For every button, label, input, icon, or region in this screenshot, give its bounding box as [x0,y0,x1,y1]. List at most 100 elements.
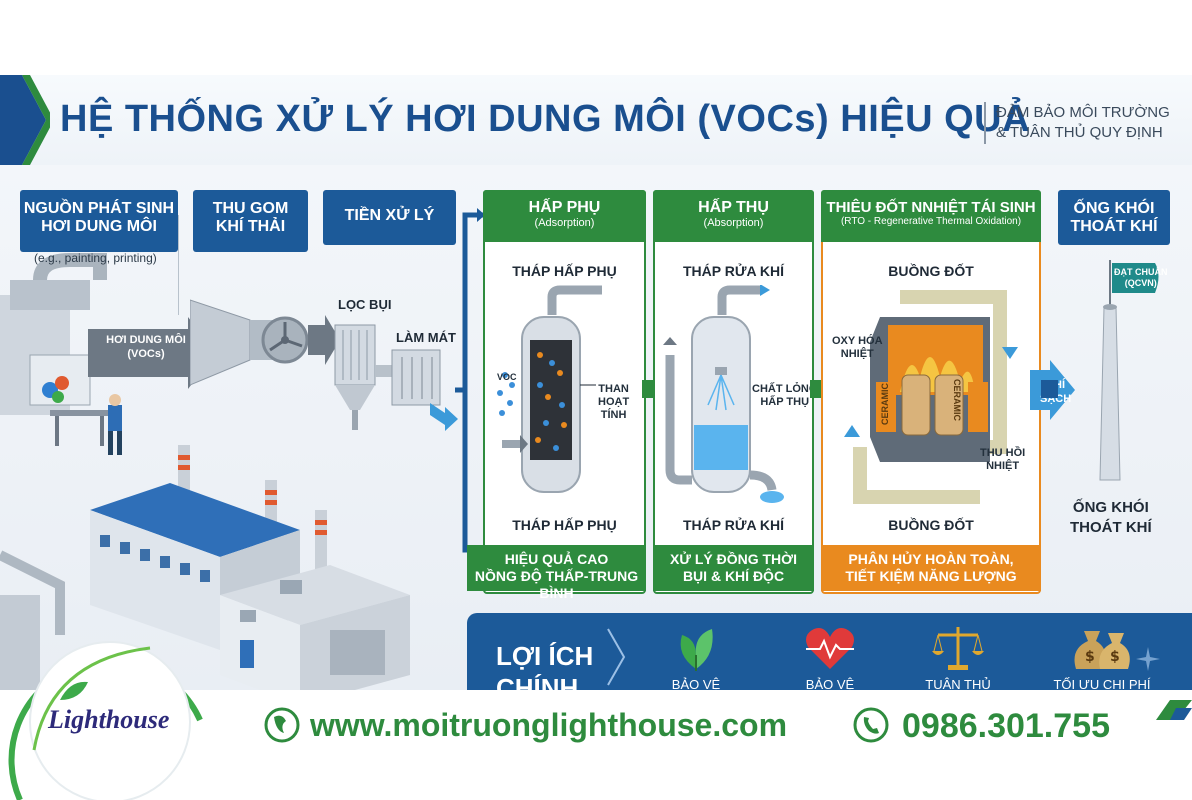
heat-recovery-label: THU HỒI NHIỆT [980,447,1025,473]
adsorption-top-label: THÁP HẤP PHỤ [512,263,617,279]
corner-accent-icon [1156,700,1192,720]
rto-top-label: BUỒNG ĐỐT [888,263,974,279]
adsorption-band-1: HIỆU QUẢ CAO [504,551,609,567]
phone-icon [853,707,889,743]
step-source-note: (e.g., painting, printing) [34,251,157,265]
step-collection-title-1: THU GOM [212,200,289,217]
pretreatment-equipment-icon [334,324,458,431]
sparkle-icon [1136,647,1160,671]
ceramic-label-right: CERAMIC [952,379,962,421]
connector-absorption-rto [810,380,821,398]
absorbent-liquid-label: CHẤT LỎNG HẤP THỤ [752,383,817,409]
benefit-label-4: TỐI ƯU CHI PHÍ [1053,677,1151,690]
rto-bottom-label: BUỒNG ĐỐT [888,517,974,533]
compliance-flag-label: ĐẠT CHUẨN (QCVN) [1114,267,1168,289]
benefits-title-1: LỢI ÍCH [496,641,594,671]
recover-label-2: NHIỆT [986,460,1020,472]
adsorption-subtitle: (Adsorption) [534,217,595,229]
rto-band-2: TIẾT KIỆM NĂNG LƯỢNG [845,568,1017,584]
activated-carbon-label: THAN HOẠT TÍNH [598,383,629,422]
voc-label: VOC [497,372,517,382]
stack-title-1: ỐNG KHÓI [1073,200,1155,217]
absorption-benefit-band: XỬ LÝ ĐỒNG THỜI BỤI & KHÍ ĐỘC [653,545,814,591]
svg-text:$: $ [1110,649,1120,665]
adsorption-bottom-label: THÁP HẤP PHỤ [512,517,617,533]
adsorption-header: HẤP PHỤ (Adsorption) [483,190,646,242]
step-source-title-2: HƠI DUNG MÔI [41,218,157,235]
vocs-arrow-icon [88,317,216,389]
scale-icon [932,627,984,670]
rto-title: THIÊU ĐỐT NNHIỆT TÁI SINH [826,199,1036,216]
phone-number[interactable]: 0986.301.755 [902,707,1110,745]
logo-badge [8,641,203,800]
vocs-arrow-label: HƠI DUNG MÔI (VOCs) [100,333,192,361]
stack-bottom-2: THOÁT KHÍ [1070,519,1152,536]
oxy-label-2: NHIỆT [840,348,874,360]
svg-text:$: $ [1085,649,1095,665]
carbon-label-2: HOẠT [598,396,630,408]
stack-bottom-label: ỐNG KHÓI THOÁT KHÍ [1070,498,1152,538]
heart-pulse-icon [806,628,854,669]
stack-bottom-1: ỐNG KHÓI [1072,499,1149,516]
absorption-top-label: THÁP RỬA KHÍ [682,263,785,279]
absorption-title: HẤP THỤ [698,199,769,216]
step-stack-header: ỐNG KHÓI THOÁT KHÍ [1058,190,1170,245]
ceramic-label-left: CERAMIC [880,383,890,425]
absorption-band-1: XỬ LÝ ĐỒNG THỜI [669,551,797,567]
connector-adsorption-absorption [642,380,653,398]
liquid-label-2: HẤP THỤ [760,396,810,408]
adsorption-title: HẤP PHỤ [528,199,601,216]
step-collection-header: THU GOM KHÍ THẢI [193,190,308,252]
website-link[interactable]: www.moitruonglighthouse.com [310,707,788,743]
rto-chamber-icon [844,290,1018,504]
rto-band-1: PHÂN HỦY HOÀN TOÀN, [848,551,1014,567]
footer [0,690,1192,800]
step-pretreatment-header: TIỀN XỬ LÝ [323,190,456,245]
flag-label-1: ĐẠT CHUẨN [1114,267,1168,277]
recover-label-1: THU HỒI [980,447,1026,459]
absorption-header: HẤP THỤ (Absorption) [653,190,814,242]
rto-benefit-band: PHÂN HỦY HOÀN TOÀN, TIẾT KIỆM NĂNG LƯỢNG [821,545,1041,591]
absorption-subtitle: (Absorption) [703,217,764,229]
rto-subtitle: (RTO - Regenerative Thermal Oxidation) [840,216,1022,227]
dust-filter-label: LỌC BỤI [338,297,392,312]
adsorption-band-2: NỒNG ĐỘ THẤP-TRUNG BÌNH [474,568,639,601]
vocs-arrow-label-2: (VOCs) [127,348,165,360]
benefits-chevron-icon [607,628,626,686]
oxy-label-1: OXY HÓA [832,335,883,347]
title-divider [984,102,986,144]
scrubber-tower-icon [663,285,784,503]
carbon-label-1: THAN [598,383,629,395]
step-collection-title-2: KHÍ THẢI [215,218,286,235]
benefits-title-2: CHÍNH [496,673,579,690]
step-source-title-1: NGUỒN PHÁT SINH [23,200,175,217]
connector-line [178,215,195,315]
benefit-label-3: TUÂN THỦ [925,677,991,690]
rto-header: THIÊU ĐỐT NNHIỆT TÁI SINH (RTO - Regener… [821,190,1041,242]
absorption-band-2: BỤI & KHÍ ĐỘC [682,568,785,584]
page-title: HỆ THỐNG XỬ LÝ HƠI DUNG MÔI (VOCs) HIỆU … [60,98,1031,140]
stack-title-2: THOÁT KHÍ [1070,218,1158,235]
factory-illustration [0,253,410,690]
money-bag-icon: $ $ [1074,631,1130,669]
liquid-label-1: CHẤT LỎNG [752,383,818,395]
globe-icon [264,707,300,743]
collection-hood-fan-icon [190,299,340,386]
absorption-bottom-label: THÁP RỬA KHÍ [682,517,785,533]
benefit-label-1: BẢO VỆ [671,677,721,690]
connector-rto-stack [1041,380,1058,398]
page-subtitle: ĐẢM BẢO MÔI TRƯỜNG & TUÂN THỦ QUY ĐỊNH [996,103,1170,143]
adsorption-benefit-band: HIỆU QUẢ CAO NỒNG ĐỘ THẤP-TRUNG BÌNH [467,545,646,601]
carbon-label-3: TÍNH [600,409,627,421]
benefits-title: LỢI ÍCH CHÍNH [496,640,593,690]
subtitle-line-2: & TUÂN THỦ QUY ĐỊNH [996,124,1163,141]
logo-text: Lighthouse [48,705,170,734]
process-canvas: NGUỒN PHÁT SINH HƠI DUNG MÔI (e.g., pain… [0,165,1192,690]
thermal-oxidation-label: OXY HÓA NHIỆT [832,335,883,361]
step-pretreatment-title: TIỀN XỬ LÝ [344,207,435,224]
step-source-header: NGUỒN PHÁT SINH HƠI DUNG MÔI [20,190,178,252]
header-banner [0,75,1192,165]
leaf-icon [680,629,713,671]
benefit-label-2: BẢO VỆ [805,677,855,690]
banner-chevron-icon [0,75,50,165]
